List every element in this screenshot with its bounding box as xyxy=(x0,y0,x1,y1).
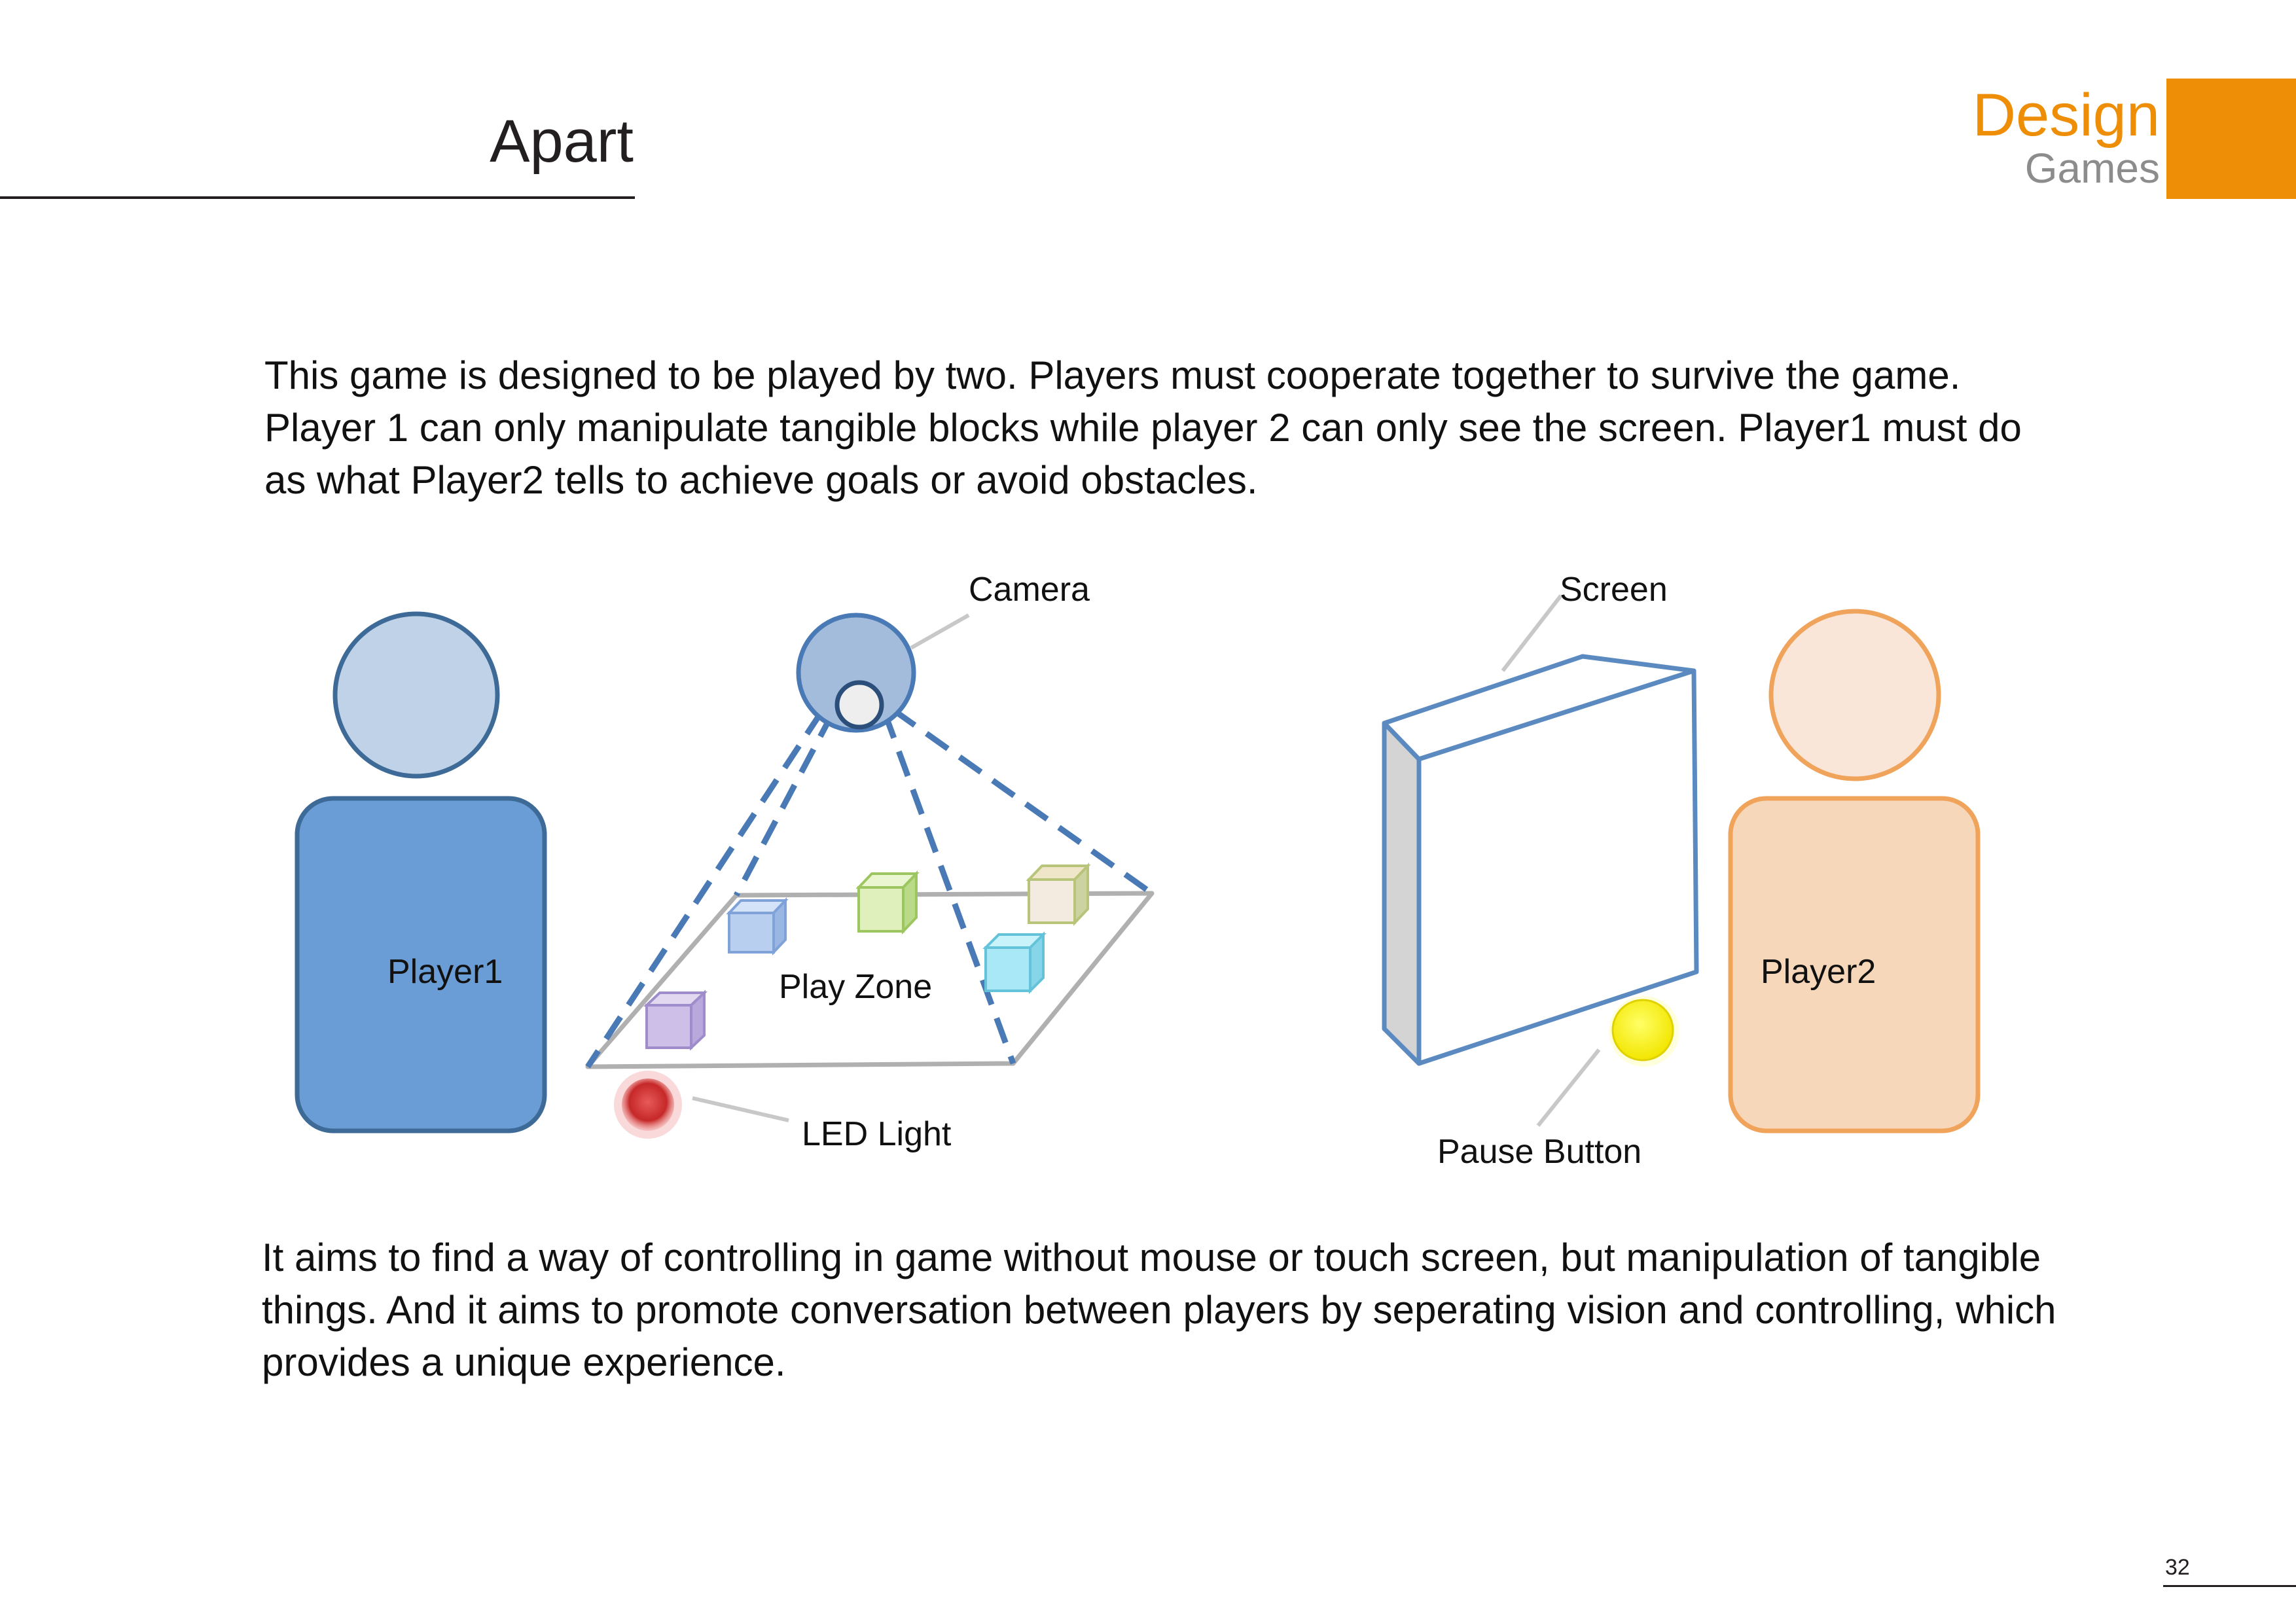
block-blue xyxy=(726,897,789,956)
camera-label: Camera xyxy=(969,571,1090,609)
player1-label: Player1 xyxy=(387,953,503,991)
section-tag-design: Design xyxy=(1972,82,2160,149)
led-light: LED Light xyxy=(614,1071,952,1153)
outro-paragraph: It aims to find a way of controlling in … xyxy=(262,1236,2056,1384)
player1-head xyxy=(332,611,500,779)
page-number: 32 xyxy=(2165,1555,2190,1580)
screen-front xyxy=(1416,668,1699,1066)
player2-figure: Player2 xyxy=(1728,609,1981,1133)
gameplay-diagram: Player1 Play Zone Camera xyxy=(295,571,1981,1171)
page-title: Apart xyxy=(490,108,634,175)
screen-side xyxy=(1382,721,1422,1066)
screen-label: Screen xyxy=(1560,571,1668,609)
camera: Camera xyxy=(796,571,1090,733)
screen: Screen xyxy=(1382,571,1699,1066)
player2-label: Player2 xyxy=(1761,953,1876,991)
camera-lens xyxy=(834,680,884,730)
block-cyan xyxy=(982,931,1047,994)
block-green xyxy=(855,870,920,935)
player2-body xyxy=(1728,796,1981,1133)
view-line-inner-right xyxy=(882,712,1016,1065)
block-beige xyxy=(1026,863,1091,926)
led-label: LED Light xyxy=(802,1115,952,1153)
title-underline xyxy=(0,196,635,199)
pause-label: Pause Button xyxy=(1437,1133,1641,1171)
play-zone-label: Play Zone xyxy=(779,968,932,1006)
pause-callout-line xyxy=(1536,1048,1601,1127)
pause-button-disc xyxy=(1611,999,1674,1061)
view-line-inner-left xyxy=(734,711,835,897)
section-tag-games: Games xyxy=(2024,145,2160,192)
block-purple xyxy=(643,990,708,1051)
view-line-left xyxy=(585,710,824,1069)
section-tag-block xyxy=(2166,79,2296,199)
screen-callout-line xyxy=(1501,594,1563,672)
led-callout-line xyxy=(692,1096,789,1122)
intro-paragraph: This game is designed to be played by tw… xyxy=(264,353,2022,502)
pause-button-illustration: Pause Button xyxy=(1437,996,1679,1171)
led-bulb xyxy=(622,1079,674,1131)
player2-head xyxy=(1768,609,1941,781)
player1-figure: Player1 xyxy=(295,611,547,1133)
view-line-right xyxy=(891,707,1154,896)
camera-callout-line xyxy=(910,613,970,650)
camera-view-lines xyxy=(585,707,1154,1069)
tangible-blocks xyxy=(643,863,1091,1051)
player1-body xyxy=(295,796,547,1133)
page-number-rule xyxy=(2163,1585,2296,1587)
camera-body xyxy=(796,613,916,733)
